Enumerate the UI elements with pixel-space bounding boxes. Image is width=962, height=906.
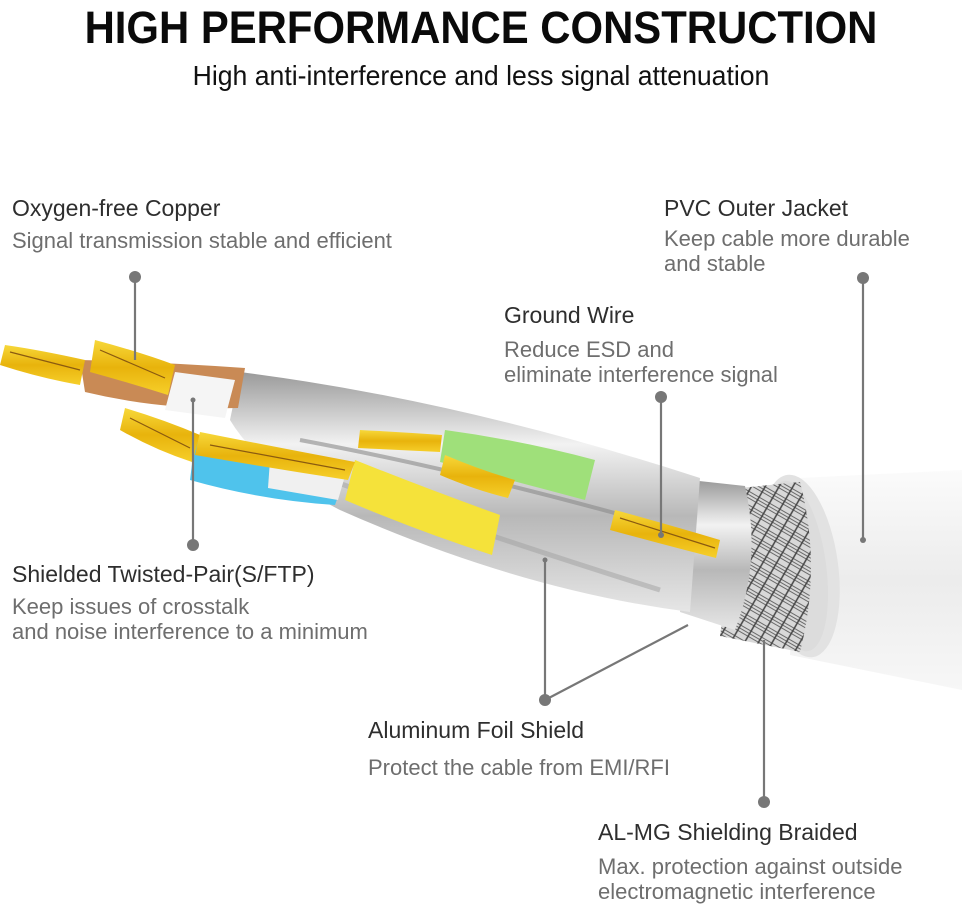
callout-title: Aluminum Foil Shield [368, 717, 585, 743]
yellow-pair-shape [345, 460, 500, 555]
callout-pvc-outer-jacket: PVC Outer Jacket Keep cable more durable… [664, 194, 910, 276]
callout-title: Shielded Twisted-Pair(S/FTP) [12, 561, 315, 587]
leader-lines [133, 277, 865, 802]
dot-copper [129, 271, 141, 283]
copper-strands-shape [0, 340, 720, 558]
leader-foil-b [544, 624, 689, 701]
dot-jacket [857, 272, 869, 284]
page-subtitle: High anti-interference and less signal a… [192, 60, 770, 91]
dot-foil [539, 694, 551, 706]
callout-aluminum-foil-shield: Aluminum Foil Shield Protect the cable f… [368, 716, 670, 780]
callout-shielded-twisted-pair: Shielded Twisted-Pair(S/FTP) Keep issues… [12, 560, 368, 644]
callout-description: Keep cable more durable and stable [664, 226, 910, 276]
callout-title: AL-MG Shielding Braided [598, 819, 858, 845]
callout-title: PVC Outer Jacket [664, 195, 849, 221]
dot-braid [758, 796, 770, 808]
callout-description: Protect the cable from EMI/RFI [368, 755, 670, 780]
dot-ground [655, 391, 667, 403]
callout-title: Oxygen-free Copper [12, 195, 221, 221]
page-title: HIGH PERFORMANCE CONSTRUCTION [84, 2, 878, 53]
callout-title: Ground Wire [504, 302, 635, 328]
callout-al-mg-shielding-braided: AL-MG Shielding Braided Max. protection … [598, 818, 903, 904]
callout-description: Max. protection against outside electrom… [598, 854, 903, 904]
green-pair-shape [440, 430, 595, 500]
dot-stp [187, 539, 199, 551]
callout-oxygen-free-copper: Oxygen-free Copper Signal transmission s… [12, 194, 392, 253]
callout-description: Reduce ESD and eliminate interference si… [504, 337, 778, 387]
callout-description: Signal transmission stable and efficient [12, 228, 392, 253]
callout-ground-wire: Ground Wire Reduce ESD and eliminate int… [504, 301, 778, 387]
callout-description: Keep issues of crosstalk and noise inter… [12, 594, 368, 644]
